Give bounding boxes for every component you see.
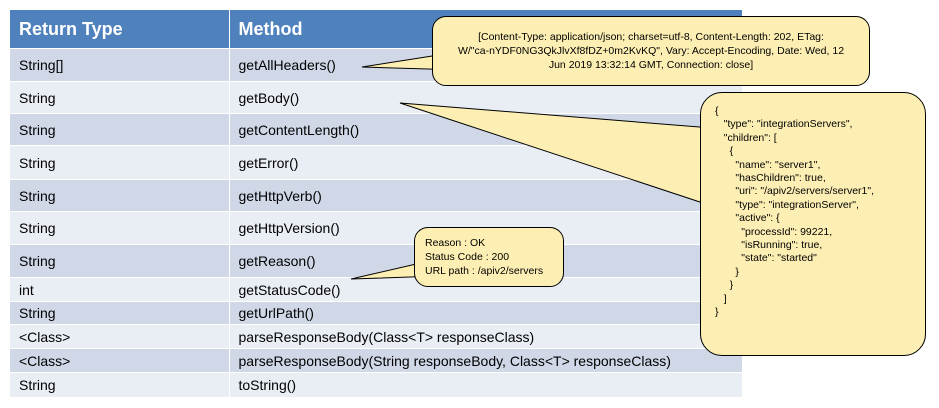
return-type-cell: int xyxy=(10,277,230,302)
method-cell: getError() xyxy=(229,145,742,180)
body-callout-line: "name": "server1", xyxy=(715,158,821,171)
reason-callout: Reason : OK Status Code : 200 URL path :… xyxy=(414,227,564,287)
body-callout-line: "type": "integrationServers", xyxy=(715,118,853,131)
table-row: <Class>parseResponseBody(String response… xyxy=(10,348,742,373)
return-type-cell: String xyxy=(10,113,230,146)
method-cell: getUrlPath() xyxy=(229,301,742,325)
reason-callout-line: Reason : OK xyxy=(425,237,486,249)
body-callout-line: { xyxy=(715,105,719,117)
return-type-cell: String xyxy=(10,301,230,325)
return-type-cell: <Class> xyxy=(10,324,230,349)
body-callout-line: "state": "started" xyxy=(715,252,817,265)
headers-callout-line: [Content-Type: application/json; charset… xyxy=(478,31,824,43)
reason-callout-line: URL path : /apiv2/servers xyxy=(425,265,544,277)
method-cell: getBody() xyxy=(229,81,742,114)
body-callout-line: { xyxy=(715,145,734,158)
method-cell: toString() xyxy=(229,372,742,397)
headers-callout-line: W/"ca-nYDF0NG3QkJlvXf8fDZ+0m2KvKQ", Vary… xyxy=(457,45,845,57)
body-callout-line: "uri": "/apiv2/servers/server1", xyxy=(715,185,875,198)
body-callout: { "type": "integrationServers", "childre… xyxy=(700,92,926,356)
reason-callout-line: Status Code : 200 xyxy=(425,251,510,263)
return-type-cell: String[] xyxy=(10,48,230,82)
headers-callout: [Content-Type: application/json; charset… xyxy=(432,16,870,86)
body-callout-line: "processId": 99221, xyxy=(715,225,833,238)
table-row: <Class>parseResponseBody(Class<T> respon… xyxy=(10,324,742,349)
method-cell: parseResponseBody(String responseBody, C… xyxy=(229,348,742,373)
return-type-cell: String xyxy=(10,211,230,245)
return-type-cell: String xyxy=(10,372,230,397)
body-callout-line: } xyxy=(715,306,719,319)
body-callout-line: ] xyxy=(715,292,727,305)
method-cell: getHttpVerb() xyxy=(229,179,742,212)
return-type-cell: String xyxy=(10,179,230,212)
method-cell: getContentLength() xyxy=(229,113,742,146)
column-header-return-type: Return Type xyxy=(10,10,230,49)
body-callout-line: } xyxy=(715,265,739,278)
body-callout-line: "type": "integrationServer", xyxy=(715,198,859,211)
body-callout-line: "active": { xyxy=(715,212,780,225)
headers-callout-line: Jun 2019 13:32:14 GMT, Connection: close… xyxy=(548,59,754,71)
return-type-cell: String xyxy=(10,244,230,278)
body-callout-line: "hasChildren": true, xyxy=(715,172,826,185)
body-callout-line: "isRunning": true, xyxy=(715,239,823,252)
return-type-cell: String xyxy=(10,145,230,180)
body-callout-line: "children": [ xyxy=(715,131,777,144)
method-cell: parseResponseBody(Class<T> responseClass… xyxy=(229,324,742,349)
body-callout-line: } xyxy=(715,279,734,292)
return-type-cell: String xyxy=(10,81,230,114)
return-type-cell: <Class> xyxy=(10,348,230,373)
